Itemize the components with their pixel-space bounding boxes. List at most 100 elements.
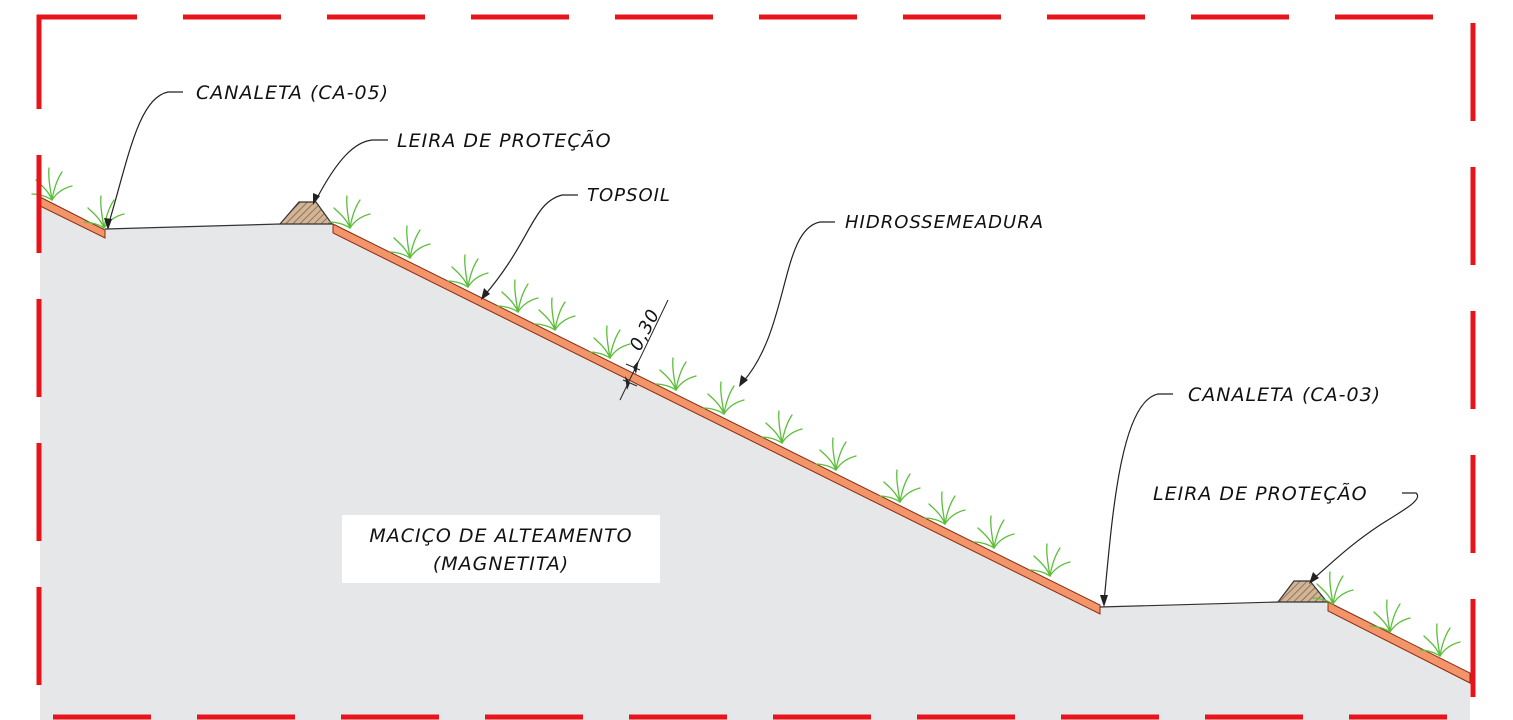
grass-blade — [349, 213, 371, 229]
grass-blade — [1329, 571, 1334, 605]
grass-blade — [815, 463, 837, 471]
grass-blade — [538, 309, 556, 331]
grass-blade — [659, 369, 677, 391]
grass-blade — [451, 266, 469, 288]
label-canaleta-ca03: CANALETA (CA-03) — [1188, 384, 1381, 406]
grass-blade — [944, 495, 956, 525]
grass-blade — [554, 301, 566, 331]
grass-blade — [329, 221, 351, 229]
grass-blade — [1439, 641, 1461, 657]
grass-blade — [1423, 635, 1441, 657]
leader-topsoil — [483, 194, 578, 297]
grass-blade — [409, 229, 421, 259]
topsoil-layer-lower-right — [1327, 601, 1471, 684]
topsoil-layer-main-slope — [332, 223, 1101, 615]
grass-blade — [675, 361, 687, 391]
grass-blade — [517, 283, 529, 313]
grass-blade — [1439, 627, 1451, 657]
grass-blade — [551, 297, 556, 331]
grass-blade — [977, 527, 995, 549]
grass-blade — [1046, 543, 1051, 577]
grass-blade — [534, 323, 556, 331]
grass-tuft — [83, 195, 125, 229]
grass-blade — [409, 243, 431, 259]
grass-blade — [51, 185, 73, 201]
leira-upper — [278, 201, 334, 225]
leader-canaleta-ca05 — [107, 91, 183, 227]
grass-blade — [589, 351, 611, 359]
grass-blade — [723, 399, 745, 415]
leader-leira-top — [315, 139, 388, 201]
grass-blade — [1369, 625, 1391, 633]
grass-blade — [924, 517, 946, 525]
grass-blade — [928, 503, 946, 525]
grass-tuft — [447, 254, 489, 288]
dimension-arrow-top — [633, 360, 639, 374]
grass-blade — [1419, 649, 1441, 657]
label-topsoil: TOPSOIL — [587, 185, 671, 206]
grass-blade — [883, 481, 901, 503]
grass-tuft — [703, 381, 745, 415]
grass-tuft — [879, 469, 921, 503]
label-canaleta-ca05: CANALETA (CA-05) — [196, 82, 389, 104]
grass-blade — [83, 221, 105, 229]
arrowhead-hidrossemeadura — [739, 375, 748, 387]
grass-blade — [672, 357, 677, 391]
grass-blade — [606, 325, 611, 359]
grass-blade — [31, 193, 53, 201]
grass-blade — [467, 258, 479, 288]
grass-blade — [835, 455, 857, 471]
grass-tuft — [589, 325, 631, 359]
grass-blade — [896, 469, 901, 503]
grass-blade — [103, 199, 115, 229]
grass-blade — [832, 437, 837, 471]
grass-blade — [333, 207, 351, 229]
grass-blade — [1436, 623, 1441, 657]
grass-blade — [781, 414, 793, 444]
berm-line-lower — [1099, 601, 1279, 608]
grass-blade — [675, 375, 697, 391]
label-hidrossemeadura: HIDROSSEMEADURA — [845, 212, 1044, 233]
arrowhead-topsoil — [481, 288, 490, 300]
grass-blade — [1386, 599, 1391, 633]
arrowhead-leira-bottom — [1309, 572, 1319, 584]
grass-blade — [707, 393, 725, 415]
grass-blade — [100, 195, 105, 229]
grass-blade — [393, 237, 411, 259]
grass-tuft — [1312, 571, 1354, 605]
arrowhead-leira-top — [313, 193, 320, 205]
leader-hidrossemeadura — [741, 221, 835, 384]
grass-blade — [51, 171, 63, 201]
grass-blade — [879, 495, 901, 503]
grass-blade — [1373, 611, 1391, 633]
grass-blade — [389, 251, 411, 259]
embankment-mass — [40, 205, 1470, 720]
grass-blade — [609, 343, 631, 359]
grass-blade — [761, 436, 783, 444]
dimension-arrow-bottom — [625, 376, 630, 390]
grass-blade — [497, 305, 519, 313]
material-label-line2: (MAGNETITA) — [433, 553, 569, 575]
grass-tuft — [815, 437, 857, 471]
grass-blade — [835, 441, 847, 471]
leader-canaleta-ca03 — [1103, 393, 1173, 603]
grass-blade — [87, 207, 105, 229]
grass-blade — [349, 199, 361, 229]
grass-tuft — [1369, 599, 1411, 633]
grass-blade — [501, 291, 519, 313]
grass-blade — [1316, 583, 1334, 605]
dashed-border — [36, 14, 1476, 720]
grass-blade — [467, 272, 489, 288]
label-leira-bottom: LEIRA DE PROTEÇÃO — [1153, 482, 1368, 505]
grass-blade — [447, 280, 469, 288]
grass-tuft — [655, 357, 697, 391]
grass-blade — [517, 297, 539, 313]
leader-leira-bottom — [1311, 492, 1419, 581]
grass-tuft — [534, 297, 576, 331]
grass-blade — [1049, 547, 1061, 577]
grass-blade — [899, 473, 911, 503]
grass-blade — [464, 254, 469, 288]
grass-blade — [1049, 561, 1071, 577]
grass-blade — [993, 533, 1015, 549]
grass-tuft — [389, 225, 431, 259]
